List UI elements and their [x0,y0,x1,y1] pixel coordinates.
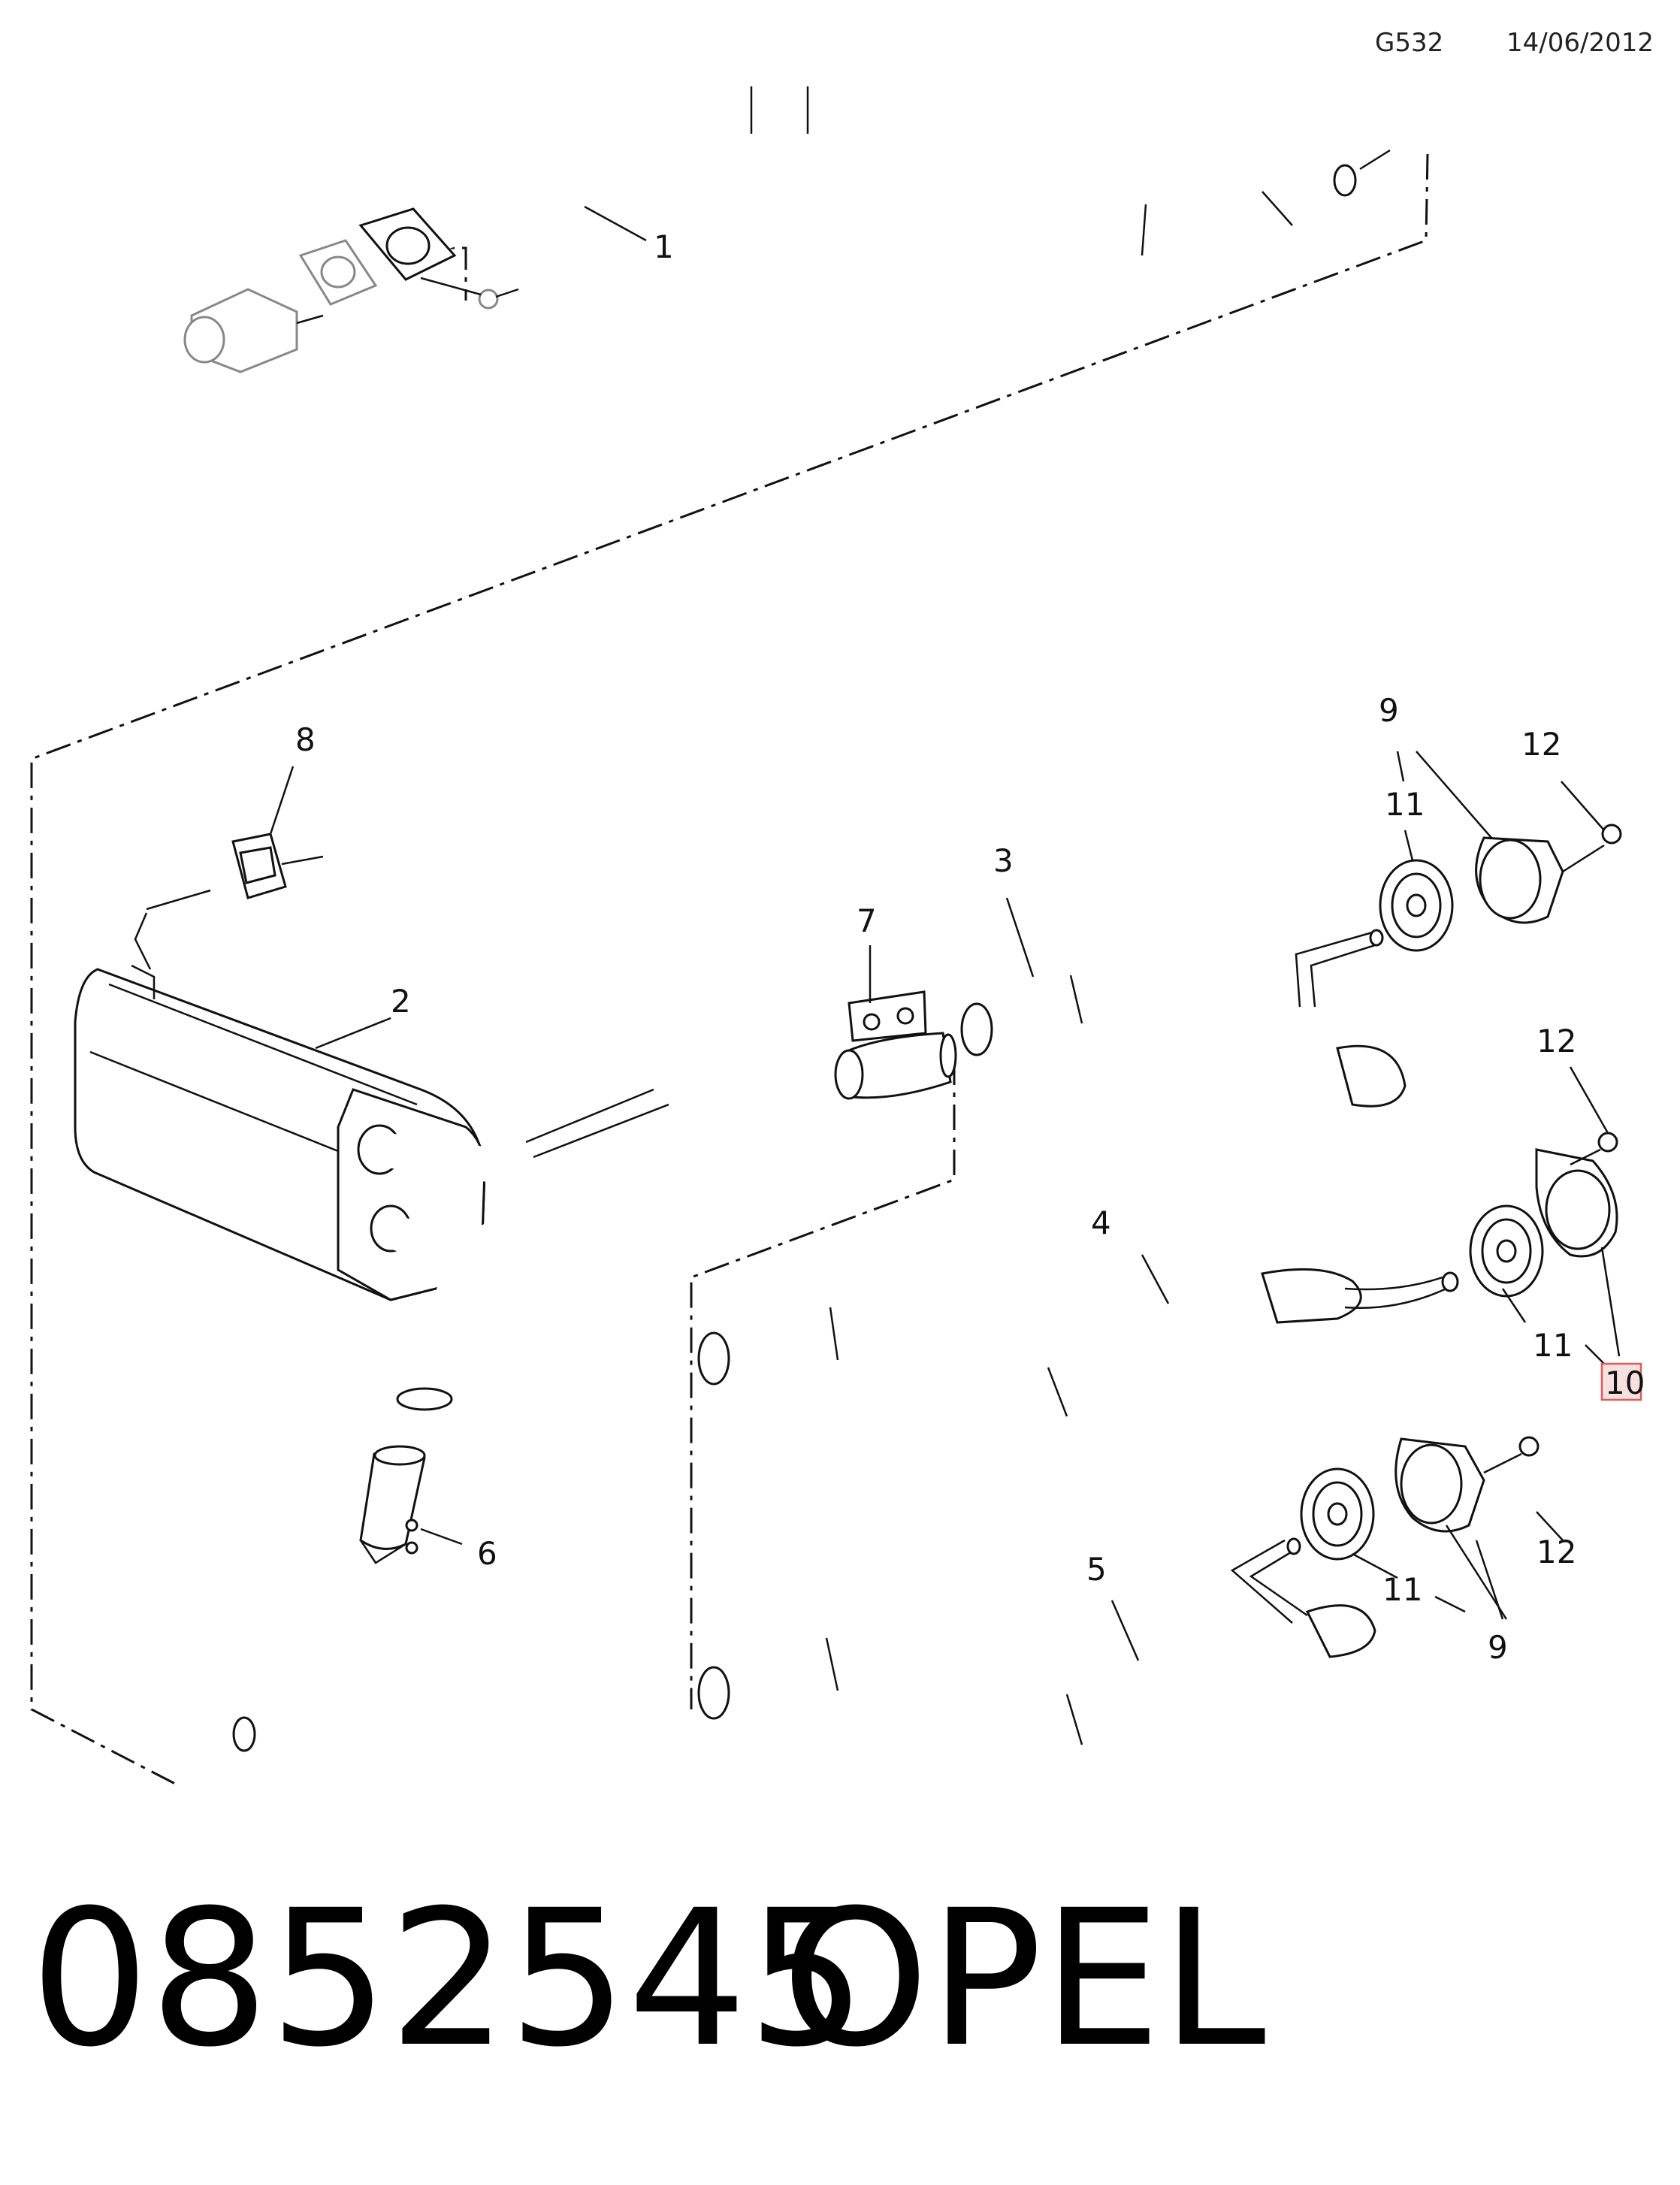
callout-7: 7 [857,902,877,939]
assembly-boundary-mid [690,1059,956,1709]
front-pipe-part-1 [183,86,1391,373]
rear-muffler-part-2 [74,912,566,1301]
callout-10: 10 [1605,1364,1645,1401]
callout-11-middle: 11 [1533,1327,1573,1364]
callout-11-upper: 11 [1385,786,1425,823]
mount-set-lower [1300,1436,1539,1561]
intermediate-pipe [457,1062,802,1322]
callout-12-upper: 12 [1521,726,1561,763]
brand-name: OPEL [781,1869,1266,2088]
tailpipe-part-3 [960,929,1407,1108]
callout-12-middle: 12 [1536,1023,1576,1059]
clamp-part-7 [834,990,957,1100]
callout-9-lower: 9 [1488,1629,1508,1666]
callout-2: 2 [391,983,411,1020]
tailpipe-part-4 [694,1268,1459,1417]
callout-4: 4 [1091,1204,1111,1241]
callout-9-upper: 9 [1379,692,1399,729]
callout-3: 3 [993,842,1014,879]
hanger-part-8 [146,833,324,911]
part-number: 0852545 [30,1869,866,2088]
tail-down-pipe [232,1247,488,1752]
callout-8: 8 [295,721,316,758]
mount-set-upper [1379,824,1622,952]
leader-lines [269,205,1621,1661]
diagram-date: 14/06/2012 [1506,28,1654,58]
callout-10-highlight [1600,1362,1642,1401]
diagram-code: G532 [1375,28,1443,58]
callout-5: 5 [1086,1551,1107,1588]
callout-6: 6 [477,1535,497,1572]
callout-11-lower: 11 [1382,1571,1422,1608]
assembly-boundary-upper [30,153,1429,1786]
callout-12-lower: 12 [1536,1534,1576,1570]
callout-1: 1 [654,228,674,265]
mount-set-middle [1469,1132,1618,1298]
tailpipe-part-5 [694,1537,1376,1745]
clamp-part-6 [359,1445,426,1564]
